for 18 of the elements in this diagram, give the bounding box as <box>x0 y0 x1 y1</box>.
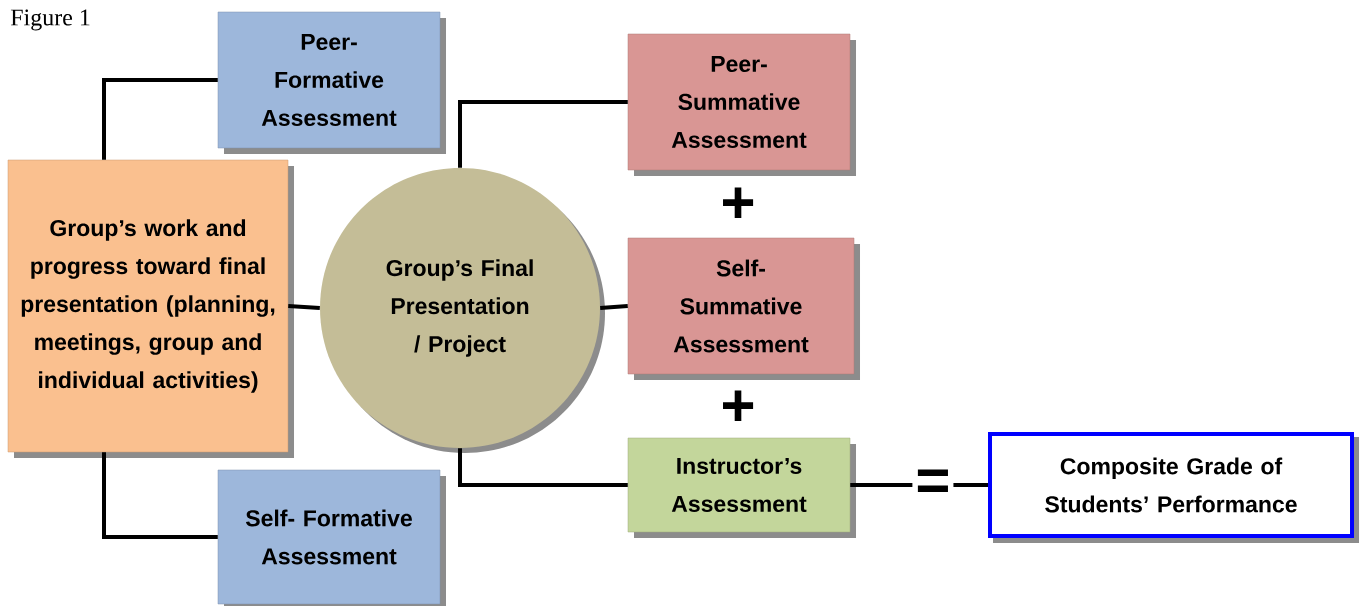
process-box: Self- Summative Assessment <box>627 237 860 380</box>
result-box: Composite Grade of Students’ Performance <box>988 432 1359 543</box>
connector-line <box>288 304 320 310</box>
process-box: Group’s work and progress toward final presentation (planning, meetings, group and individual activities) <box>7 159 294 458</box>
circle-node: Group’s Final Presentation / Project <box>320 168 605 453</box>
connector-line <box>102 452 218 539</box>
connector-line <box>102 78 218 160</box>
connector-line <box>458 448 628 487</box>
plus-sign: + <box>723 390 754 421</box>
edge-label: = <box>912 466 954 504</box>
process-box: Peer- Summative Assessment <box>627 33 856 176</box>
plus-sign: + <box>723 187 754 218</box>
process-box: Self- Formative Assessment <box>217 469 446 606</box>
process-box: Instructor’s Assessment <box>627 437 856 538</box>
connector-line <box>600 304 628 310</box>
process-box: Peer- Formative Assessment <box>217 11 446 154</box>
figure-label: Figure 1 <box>10 9 90 31</box>
connector-line <box>458 100 628 168</box>
